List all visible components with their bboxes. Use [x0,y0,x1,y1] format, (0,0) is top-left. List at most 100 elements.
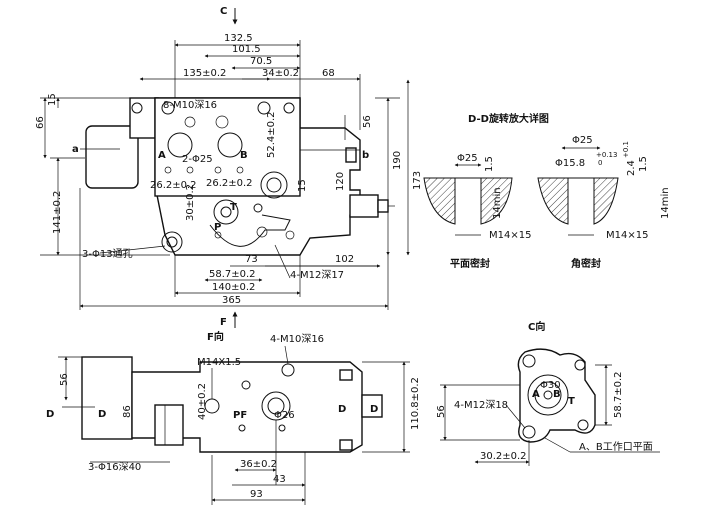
f-view-title: F向 [207,330,224,343]
fitting-tip [377,199,389,213]
dim-73: 73 [245,254,258,265]
dim-102: 102 [335,254,354,265]
left-depth-1-5: 1.5 [484,156,495,172]
c-dia-30: Φ30 [540,380,561,391]
f-dim-86: 86 [122,405,133,418]
fitting-right [349,194,379,218]
valve-top-block [154,97,301,197]
dim-26-2-b: 26.2±0.2 [206,178,253,189]
c-callout-threads: 4-M12深18 [454,399,508,411]
right-h2: 1.5 [638,156,649,172]
f-dim-93: 93 [250,489,263,500]
right-tol-low: 0 [598,159,602,167]
c-view: C向 A B T Φ30 4-M12深18 56 58.7±0.2 30.2±0… [436,320,660,466]
side-label-a: a [72,144,79,155]
c-flange [517,348,596,443]
f-section-d-3: D [338,404,346,415]
port-t-label: T [230,202,237,213]
left-dia-25: Φ25 [457,153,478,164]
section-left: Φ25 1.5 14min M14×15 平面密封 [423,153,531,270]
f-flange [154,404,184,446]
dim-30: 30±0.2 [185,184,196,221]
right-dia-15-8: Φ15.8 [555,158,585,169]
f-dim-36: 36±0.2 [240,459,277,470]
dim-365: 365 [222,295,241,306]
f-actuator [81,356,133,440]
actuator-body [85,125,139,189]
left-dimensions: 15 66 141±0.2 [35,93,170,256]
left-thread: M14×15 [489,230,531,241]
side-b-plug [345,147,357,163]
dim-135: 135±0.2 [183,68,226,79]
view-label-f: F [220,317,227,328]
main-view: C 132.5 101.5 70.5 135±0.2 34±0.2 68 15 [35,6,423,328]
side-label-b: b [362,150,369,161]
dim-26-2-a: 26.2±0.2 [150,180,197,191]
f-plug-top [339,369,353,381]
actuator-flange [129,97,159,139]
f-plug-bot [339,439,353,451]
dim-34: 34±0.2 [262,68,299,79]
dim-66: 66 [35,116,46,129]
port-b-hole [217,132,243,158]
view-label-c: C [220,6,227,17]
c-port-b: B [553,389,561,400]
f-section-d-2: D [98,409,106,420]
f-fitting [361,394,383,418]
dd-title: D-D旋转放大详图 [468,112,549,125]
dim-56-right: 56 [362,115,373,128]
dim-132-5: 132.5 [224,33,253,44]
callout-4-m12: 4-M12深17 [290,269,344,281]
boss-right [260,171,288,199]
f-callout-threads: 4-M10深16 [270,333,324,345]
dim-140: 140±0.2 [212,282,255,293]
f-port-thread: M14X1.5 [197,357,241,368]
callout-8-m10: 8-M10深16 [163,99,217,111]
f-callout-holes: 3-Φ16深40 [88,461,141,473]
f-dia-26: Φ26 [274,410,295,421]
dim-15-left: 15 [47,93,58,106]
port-p-boss [213,199,239,225]
c-dim-58-7: 58.7±0.2 [613,371,624,418]
dim-173: 173 [412,171,423,190]
c-dim-30-2: 30.2±0.2 [480,451,527,462]
f-dim-110-8: 110.8±0.2 [410,377,421,430]
f-dim-40: 40±0.2 [197,383,208,420]
bottom-dimensions: 73 102 58.7±0.2 140±0.2 365 4-M12深17 [79,188,389,310]
dd-detail: D-D旋转放大详图 Φ25 1.5 14min M14×15 平面密封 Φ25 [423,112,671,270]
right-dia-25: Φ25 [572,135,593,146]
dim-15-inner: 15 [297,179,308,192]
right-14min: 14min [660,187,671,219]
c-port-t: T [568,396,575,407]
caption-flat-seal: 平面密封 [450,257,490,270]
top-dimensions: 132.5 101.5 70.5 135±0.2 34±0.2 68 [139,33,361,130]
caption-corner-seal: 角密封 [571,257,601,270]
port-b-label: B [240,150,248,161]
callout-3-dia13: 3-Φ13通孔 [82,248,133,260]
left-14min: 14min [492,187,503,219]
right-tol-up: +0.13 [596,151,617,159]
dim-120: 120 [335,172,346,191]
c-port-a: A [532,389,540,400]
dim-141: 141±0.2 [52,191,63,234]
f-dim-56: 56 [59,373,70,386]
port-a-hole [167,132,193,158]
c-view-title: C向 [528,320,545,333]
dim-70-5: 70.5 [250,56,272,67]
port-p-label: P [214,222,221,233]
f-dim-43: 43 [273,474,286,485]
section-right: Φ25 Φ15.8 +0.13 0 2.4 +0.1 1.5 14min M14… [537,135,671,270]
f-section-d-1: D [46,409,54,420]
dim-58-7: 58.7±0.2 [209,269,256,280]
dim-68: 68 [322,68,335,79]
c-main-port [527,374,569,416]
dim-190: 190 [392,151,403,170]
port-a-label: A [158,150,166,161]
right-h1-tol: +0.1 [622,141,630,158]
c-face-note: A、B工作口平面 [579,441,653,453]
hole-13-left [161,231,183,253]
f-pf-label: PF [233,410,247,421]
callout-2-dia25: 2-Φ25 [182,154,213,165]
c-dim-56: 56 [436,405,447,418]
